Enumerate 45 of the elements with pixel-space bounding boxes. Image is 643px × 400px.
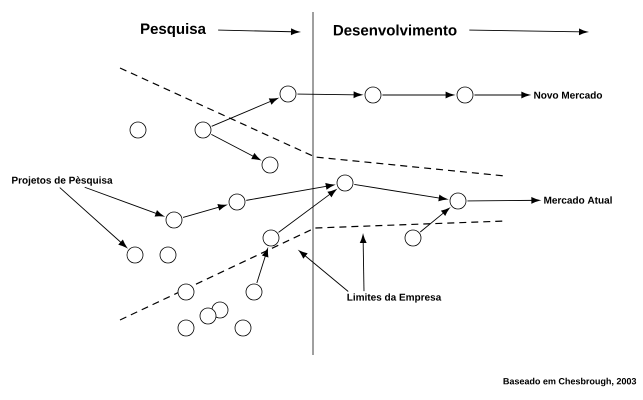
arrow: [296, 92, 362, 98]
arrow: [466, 197, 540, 204]
circle-node: [364, 86, 382, 104]
leader-line: [298, 250, 349, 292]
arrow: [354, 184, 448, 202]
circle-node: [178, 320, 194, 336]
label: Mercado Atual: [544, 196, 612, 204]
arrow: [278, 189, 336, 233]
circle-node: [280, 86, 296, 102]
direction-arrow: [218, 28, 300, 35]
label: Novo Mercado: [534, 91, 602, 99]
circle-node: [456, 86, 474, 104]
caption: Baseado em Chesbrough, 2003: [504, 378, 636, 386]
circle-node: [178, 284, 194, 300]
arrow: [420, 208, 450, 232]
circle-node: [200, 308, 216, 324]
arrow: [84, 186, 164, 217]
arrow: [246, 183, 334, 201]
circle-node: [212, 302, 228, 318]
heading: Pesquisa: [141, 23, 206, 37]
arrow: [256, 248, 268, 284]
circle-node: [166, 212, 182, 228]
arrow: [474, 92, 530, 98]
circle-node: [246, 284, 262, 300]
arrow: [182, 204, 226, 218]
circle-node: [228, 194, 246, 210]
circle-node: [234, 320, 252, 336]
heading: Desenvolvimento: [334, 24, 457, 36]
arrow: [211, 98, 278, 127]
leader-line: [360, 234, 366, 292]
label: Projetos de Pèsquisa: [12, 176, 113, 186]
circle-node: [336, 174, 354, 192]
label: Limites da Empresa: [347, 293, 442, 303]
arrow: [382, 92, 454, 98]
circle-node: [262, 230, 280, 246]
circle-node: [130, 122, 146, 138]
circle-node: [194, 122, 212, 138]
circle-node: [450, 192, 466, 210]
circle-node: [404, 230, 422, 246]
circle-node: [262, 156, 278, 174]
direction-arrow: [468, 28, 588, 36]
circle-node: [160, 246, 176, 264]
circle-node: [126, 246, 144, 264]
arrow: [59, 187, 127, 248]
arrow: [210, 134, 260, 160]
